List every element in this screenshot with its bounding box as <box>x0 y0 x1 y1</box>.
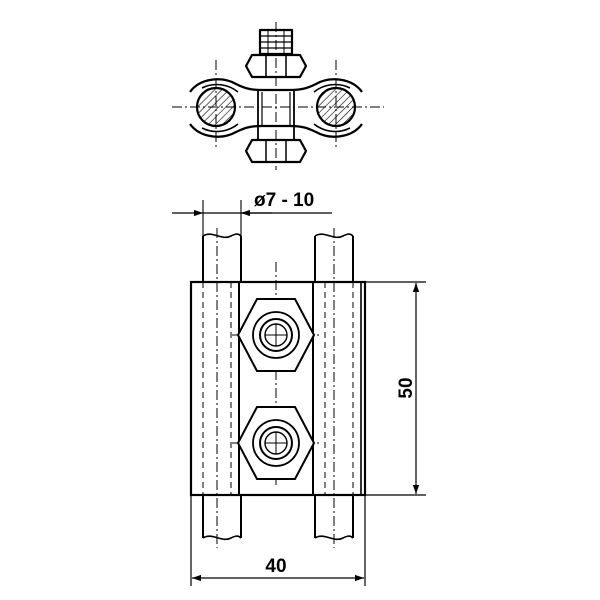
top-nut <box>244 53 308 79</box>
height-label: 50 <box>396 377 417 398</box>
diameter-extension-lines <box>202 200 242 236</box>
height-dimension <box>365 281 426 496</box>
front-view-centerlines <box>216 228 335 548</box>
diameter-label: ø7 - 10 <box>254 190 314 211</box>
right-conductor-rod <box>314 233 354 541</box>
left-conductor-rod <box>202 233 242 541</box>
width-label: 40 <box>265 556 286 577</box>
bottom-nut <box>244 138 308 164</box>
top-view-centerlines <box>172 22 384 170</box>
width-dimension <box>190 495 366 586</box>
clamp-body <box>189 280 367 497</box>
